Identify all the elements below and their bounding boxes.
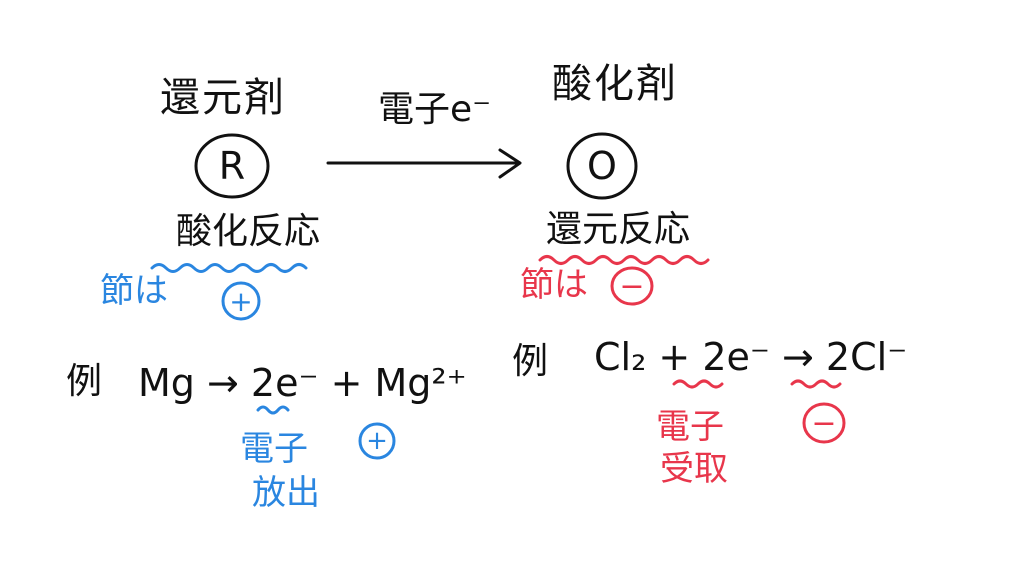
reduction-number-note: 節は bbox=[520, 265, 588, 305]
right-example-equation: Cl₂ + 2e⁻ → 2Cl⁻ bbox=[594, 335, 908, 379]
reductant-symbol-circle: R bbox=[196, 135, 268, 197]
electron-transfer-label: 電子e⁻ bbox=[378, 89, 492, 130]
electron-release-note-line2: 放出 bbox=[252, 473, 320, 513]
minus-sign-text: − bbox=[619, 268, 645, 304]
plus-sign-text: + bbox=[229, 284, 253, 318]
ion-plus-circle bbox=[358, 422, 396, 460]
oxidation-number-plus-sign: + bbox=[222, 282, 260, 320]
ion-minus-text: − bbox=[811, 405, 837, 441]
ion-minus-circle bbox=[802, 402, 846, 444]
oxidation-wavy-underline bbox=[150, 263, 308, 273]
plus-sign-circle bbox=[221, 281, 261, 321]
ion-charge-plus-sign: + bbox=[359, 423, 395, 459]
reduction-wavy-underline bbox=[538, 255, 710, 265]
minus-sign-circle bbox=[610, 266, 654, 306]
electron-release-note-line1: 電子 bbox=[240, 429, 308, 469]
electron-accept-note-line1: 電子 bbox=[656, 407, 724, 447]
electron-transfer-arrowhead bbox=[498, 148, 522, 179]
oxidant-circle-outline bbox=[566, 132, 638, 200]
oxidation-number-note: 節は bbox=[100, 271, 168, 311]
electron-accept-note-line2: 受取 bbox=[660, 449, 728, 489]
chloride-wavy-mark bbox=[790, 379, 842, 389]
oxidizing-agent-label: 酸化剤 bbox=[552, 61, 678, 107]
right-electron-wavy-mark bbox=[672, 379, 724, 389]
left-electron-wavy-mark bbox=[256, 405, 290, 415]
reduction-number-minus-sign: − bbox=[611, 266, 653, 306]
right-example-label: 例 bbox=[512, 341, 549, 382]
left-example-label: 例 bbox=[66, 361, 103, 402]
ion-charge-minus-sign: − bbox=[803, 402, 845, 444]
reductant-circle-outline bbox=[194, 133, 270, 199]
reduction-reaction-label: 還元反応 bbox=[546, 209, 691, 250]
oxidant-symbol: O bbox=[587, 144, 617, 188]
left-example-equation: Mg → 2e⁻ + Mg²⁺ bbox=[138, 361, 467, 405]
ion-plus-text: + bbox=[366, 426, 388, 456]
oxidant-symbol-circle: O bbox=[567, 133, 637, 199]
reductant-symbol: R bbox=[218, 144, 246, 188]
reducing-agent-label: 還元剤 bbox=[160, 75, 286, 121]
oxidation-reaction-label: 酸化反応 bbox=[176, 211, 321, 252]
